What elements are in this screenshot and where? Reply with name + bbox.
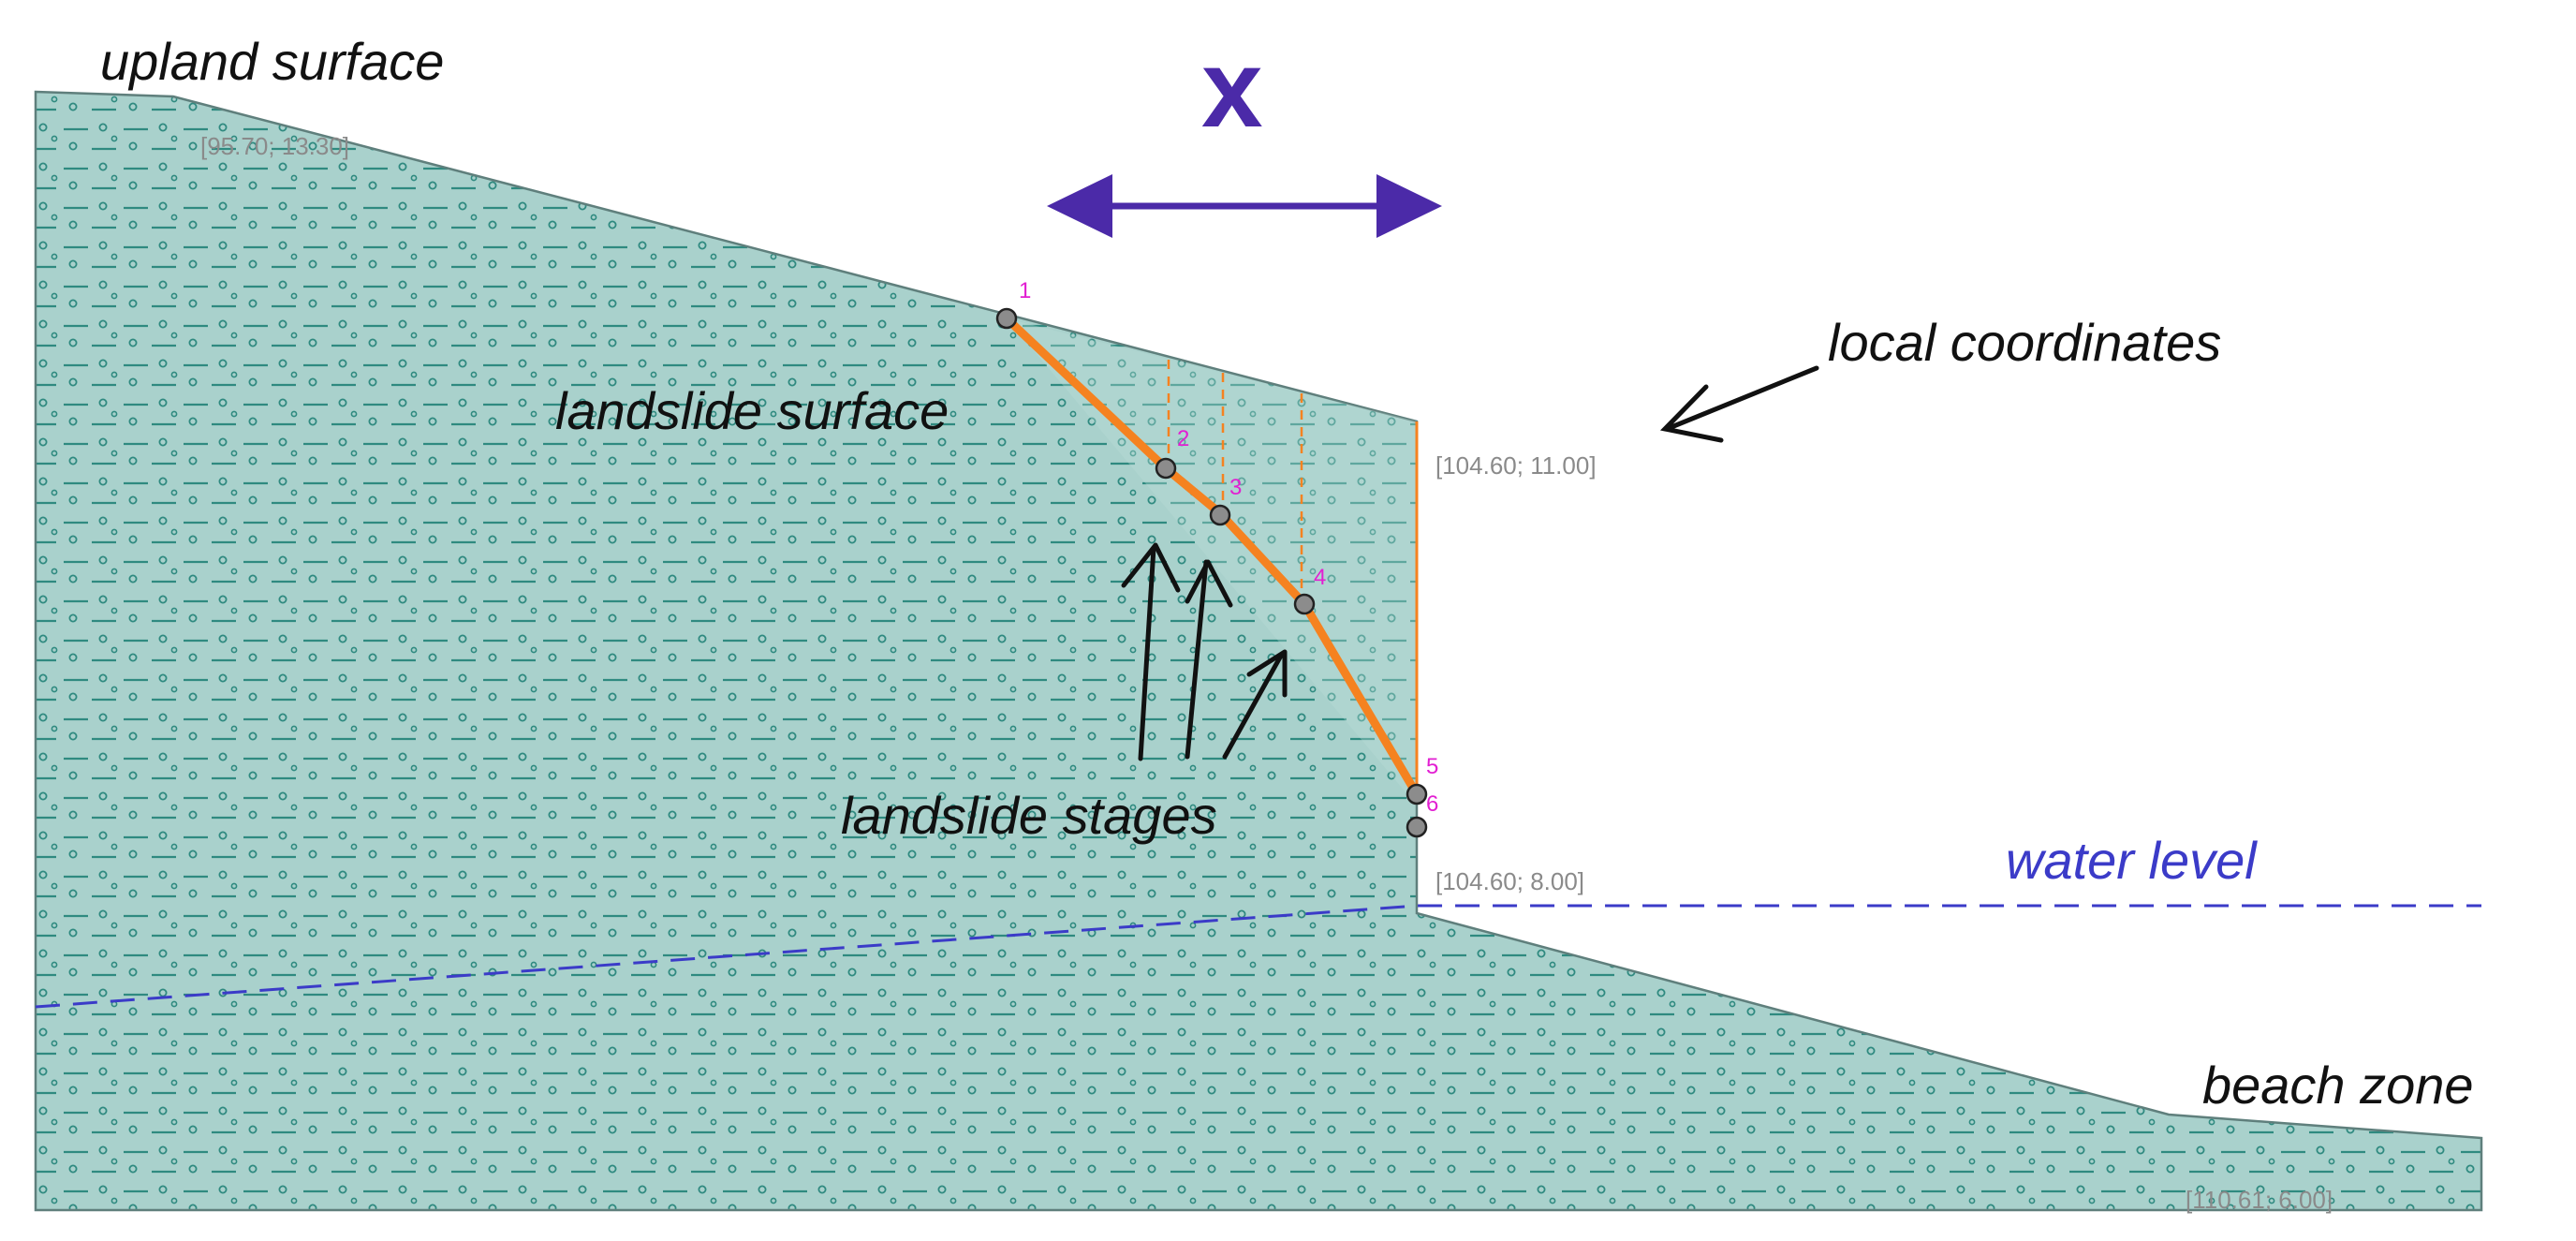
landslide-stage-arrows (1121, 542, 1288, 761)
point-1 (995, 307, 1018, 330)
point-4 (1293, 593, 1316, 615)
coord-label-3: [104.60; 8.00] (1435, 867, 1584, 895)
point-5 (1406, 783, 1428, 805)
local-coordinates-arrow (1659, 365, 1819, 443)
coord-label-2: [104.60; 11.00] (1435, 451, 1597, 480)
point-6 (1406, 816, 1428, 838)
label-landslide-surface: landslide surface (555, 381, 949, 440)
label-local-coordinates: local coordinates (1828, 313, 2221, 372)
label-upland-surface: upland surface (100, 32, 444, 91)
point-label-6: 6 (1426, 791, 1438, 817)
water-level-line (35, 904, 2481, 1009)
point-3 (1209, 504, 1231, 526)
label-beach-zone: beach zone (2202, 1056, 2474, 1115)
point-2 (1155, 457, 1177, 480)
point-label-3: 3 (1229, 475, 1242, 500)
point-label-4: 4 (1314, 565, 1326, 590)
landslide-wedge (1007, 318, 1417, 824)
x-symbol: x (1201, 27, 1263, 151)
x-double-arrow (1047, 174, 1442, 238)
point-label-1: 1 (1019, 278, 1031, 303)
point-label-5: 5 (1426, 754, 1438, 779)
soil-body (34, 90, 2483, 1212)
coord-label-1: [95.70; 13.30] (200, 132, 349, 160)
point-label-2: 2 (1177, 426, 1189, 451)
coord-label-4: [110.61; 6.00] (2186, 1186, 2333, 1214)
label-water-level: water level (2006, 831, 2258, 890)
label-landslide-stages: landslide stages (841, 786, 1217, 845)
